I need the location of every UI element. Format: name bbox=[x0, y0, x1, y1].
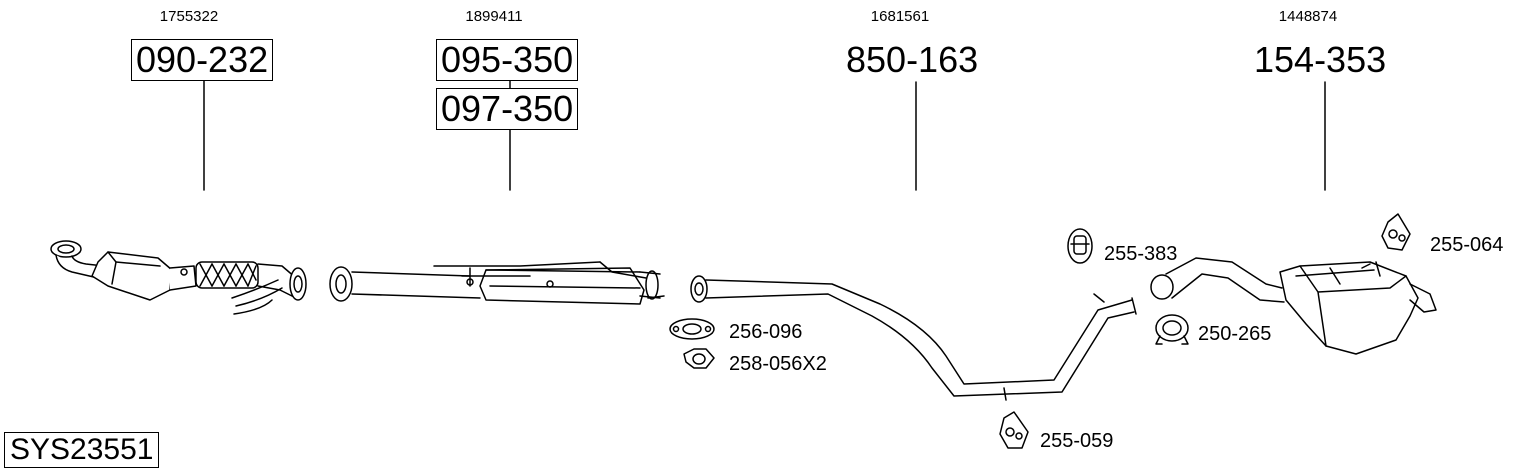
accessory-label-255-064: 255-064 bbox=[1430, 234, 1504, 256]
oe-number-1: 1755322 bbox=[159, 8, 219, 25]
accessory-label-258-056x2: 258-056X2 bbox=[729, 353, 827, 375]
system-code: SYS23551 bbox=[4, 432, 160, 468]
part-number-090-232: 090-232 bbox=[131, 39, 274, 81]
part-number-850-163: 850-163 bbox=[846, 39, 979, 80]
nut-icon bbox=[683, 348, 715, 369]
rear-silencer-drawing bbox=[1150, 257, 1437, 355]
rubber-hanger-icon-2 bbox=[999, 411, 1029, 449]
front-pipe-catalyst-drawing bbox=[50, 240, 307, 315]
oe-number-2: 1899411 bbox=[465, 8, 523, 25]
rubber-mount-icon bbox=[1067, 228, 1093, 264]
accessory-label-255-383: 255-383 bbox=[1104, 243, 1178, 265]
part-number-097-350: 097-350 bbox=[436, 88, 579, 130]
part-number-095-350: 095-350 bbox=[436, 39, 579, 81]
rear-pipe-drawing bbox=[690, 275, 1137, 401]
rubber-hanger-icon-1 bbox=[1381, 213, 1411, 251]
accessory-label-256-096: 256-096 bbox=[729, 321, 803, 343]
accessory-label-255-059: 255-059 bbox=[1040, 430, 1114, 452]
intermediate-pipe-drawing bbox=[329, 261, 665, 305]
part-number-154-353: 154-353 bbox=[1254, 39, 1387, 80]
gasket-icon bbox=[669, 318, 715, 340]
oe-number-3: 1681561 bbox=[870, 8, 930, 25]
accessory-label-250-265: 250-265 bbox=[1198, 323, 1272, 345]
clamp-icon bbox=[1155, 314, 1189, 345]
oe-number-4: 1448874 bbox=[1278, 8, 1338, 25]
